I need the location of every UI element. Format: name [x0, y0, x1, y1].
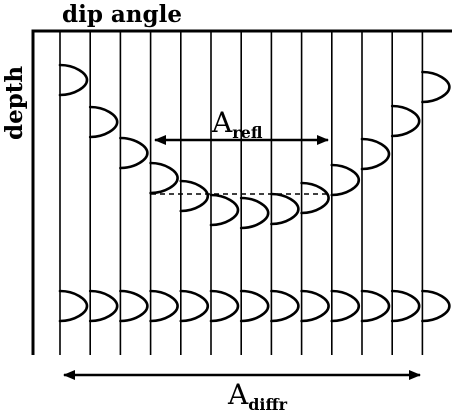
- diffr-label-sub: diffr: [248, 395, 287, 411]
- diffraction-wavelet: [300, 289, 330, 323]
- diffraction-wavelet: [149, 289, 179, 323]
- diffraction-wavelet: [390, 289, 421, 323]
- refl-label-main: A: [211, 106, 233, 139]
- diffr-label-main: A: [227, 378, 249, 411]
- diffr-aperture-label: Adiffr: [227, 378, 288, 411]
- trace-group: [58, 31, 451, 355]
- reflection-wavelet: [239, 196, 270, 230]
- reflection-wavelet: [149, 161, 179, 195]
- refl-label-sub: refl: [232, 123, 263, 142]
- reflection-wavelet: [330, 163, 361, 197]
- gather-frame: [31, 29, 452, 355]
- diffraction-wavelet: [270, 289, 300, 323]
- refl-aperture-label: Arefl: [211, 106, 263, 142]
- diffraction-wavelet: [209, 289, 240, 323]
- reflection-wavelet: [270, 192, 300, 226]
- reflection-wavelet: [119, 136, 149, 170]
- reflection-wavelet: [58, 63, 89, 97]
- diffraction-wavelet: [330, 289, 361, 323]
- left-axis-label: depth: [1, 66, 28, 140]
- reflection-wavelet: [300, 181, 330, 215]
- diffraction-wavelet: [421, 289, 451, 323]
- reflection-wavelet: [421, 70, 451, 104]
- diffraction-wavelet: [179, 289, 210, 323]
- top-axis-label: dip angle: [62, 1, 182, 28]
- reflection-wavelet: [88, 105, 119, 139]
- reflection-wavelet: [179, 179, 210, 213]
- diffraction-wavelet: [88, 289, 119, 323]
- reflection-wavelet: [209, 193, 240, 227]
- diffraction-wavelet: [58, 289, 89, 323]
- diffraction-wavelet: [119, 289, 149, 323]
- diffraction-wavelet: [239, 289, 270, 323]
- reflection-wavelet: [360, 137, 391, 171]
- diffraction-wavelet: [360, 289, 391, 323]
- reflection-wavelet: [390, 104, 421, 138]
